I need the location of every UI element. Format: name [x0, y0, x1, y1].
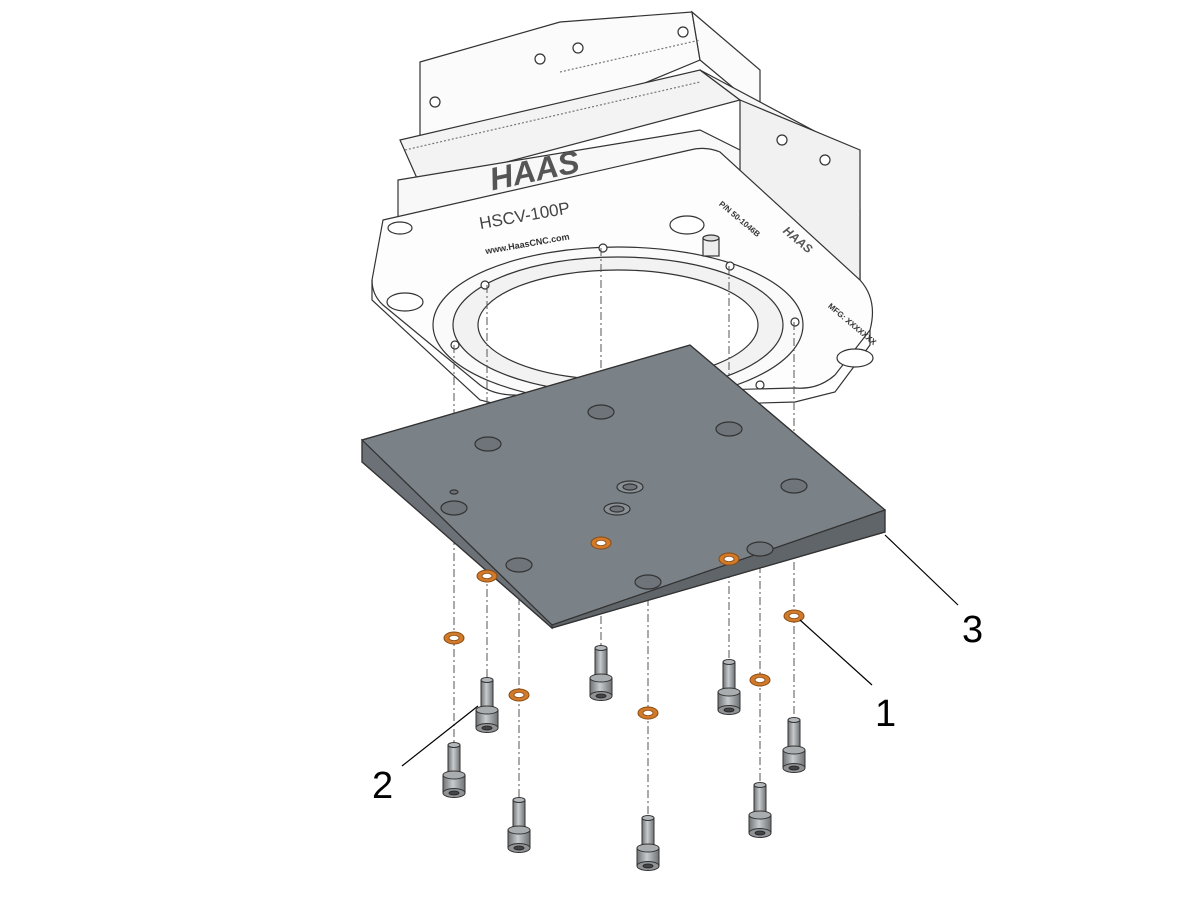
callouts — [401, 534, 959, 767]
washer — [749, 673, 771, 687]
callout-2-leader — [401, 705, 479, 767]
callout-3-leader — [884, 534, 959, 606]
bolt — [442, 742, 466, 798]
callout-1-leader — [799, 619, 873, 686]
bolt — [782, 717, 806, 773]
bolts — [442, 645, 806, 871]
callout-3-label: 3 — [962, 609, 983, 651]
washer — [637, 706, 659, 720]
vise-body — [371, 10, 874, 411]
washer — [783, 609, 805, 623]
bolt — [507, 797, 531, 853]
bolt — [636, 815, 660, 871]
mounting-plate — [360, 344, 887, 630]
washer — [476, 569, 498, 583]
washer — [508, 688, 530, 702]
bolt — [748, 782, 772, 838]
callout-2-label: 2 — [372, 765, 393, 807]
washer — [718, 552, 740, 566]
washer — [590, 536, 612, 550]
callout-1-label: 1 — [875, 693, 896, 735]
washer — [443, 631, 465, 645]
washers — [443, 536, 805, 720]
bolt — [589, 645, 613, 701]
bolt — [475, 677, 499, 733]
bolt — [717, 659, 741, 715]
